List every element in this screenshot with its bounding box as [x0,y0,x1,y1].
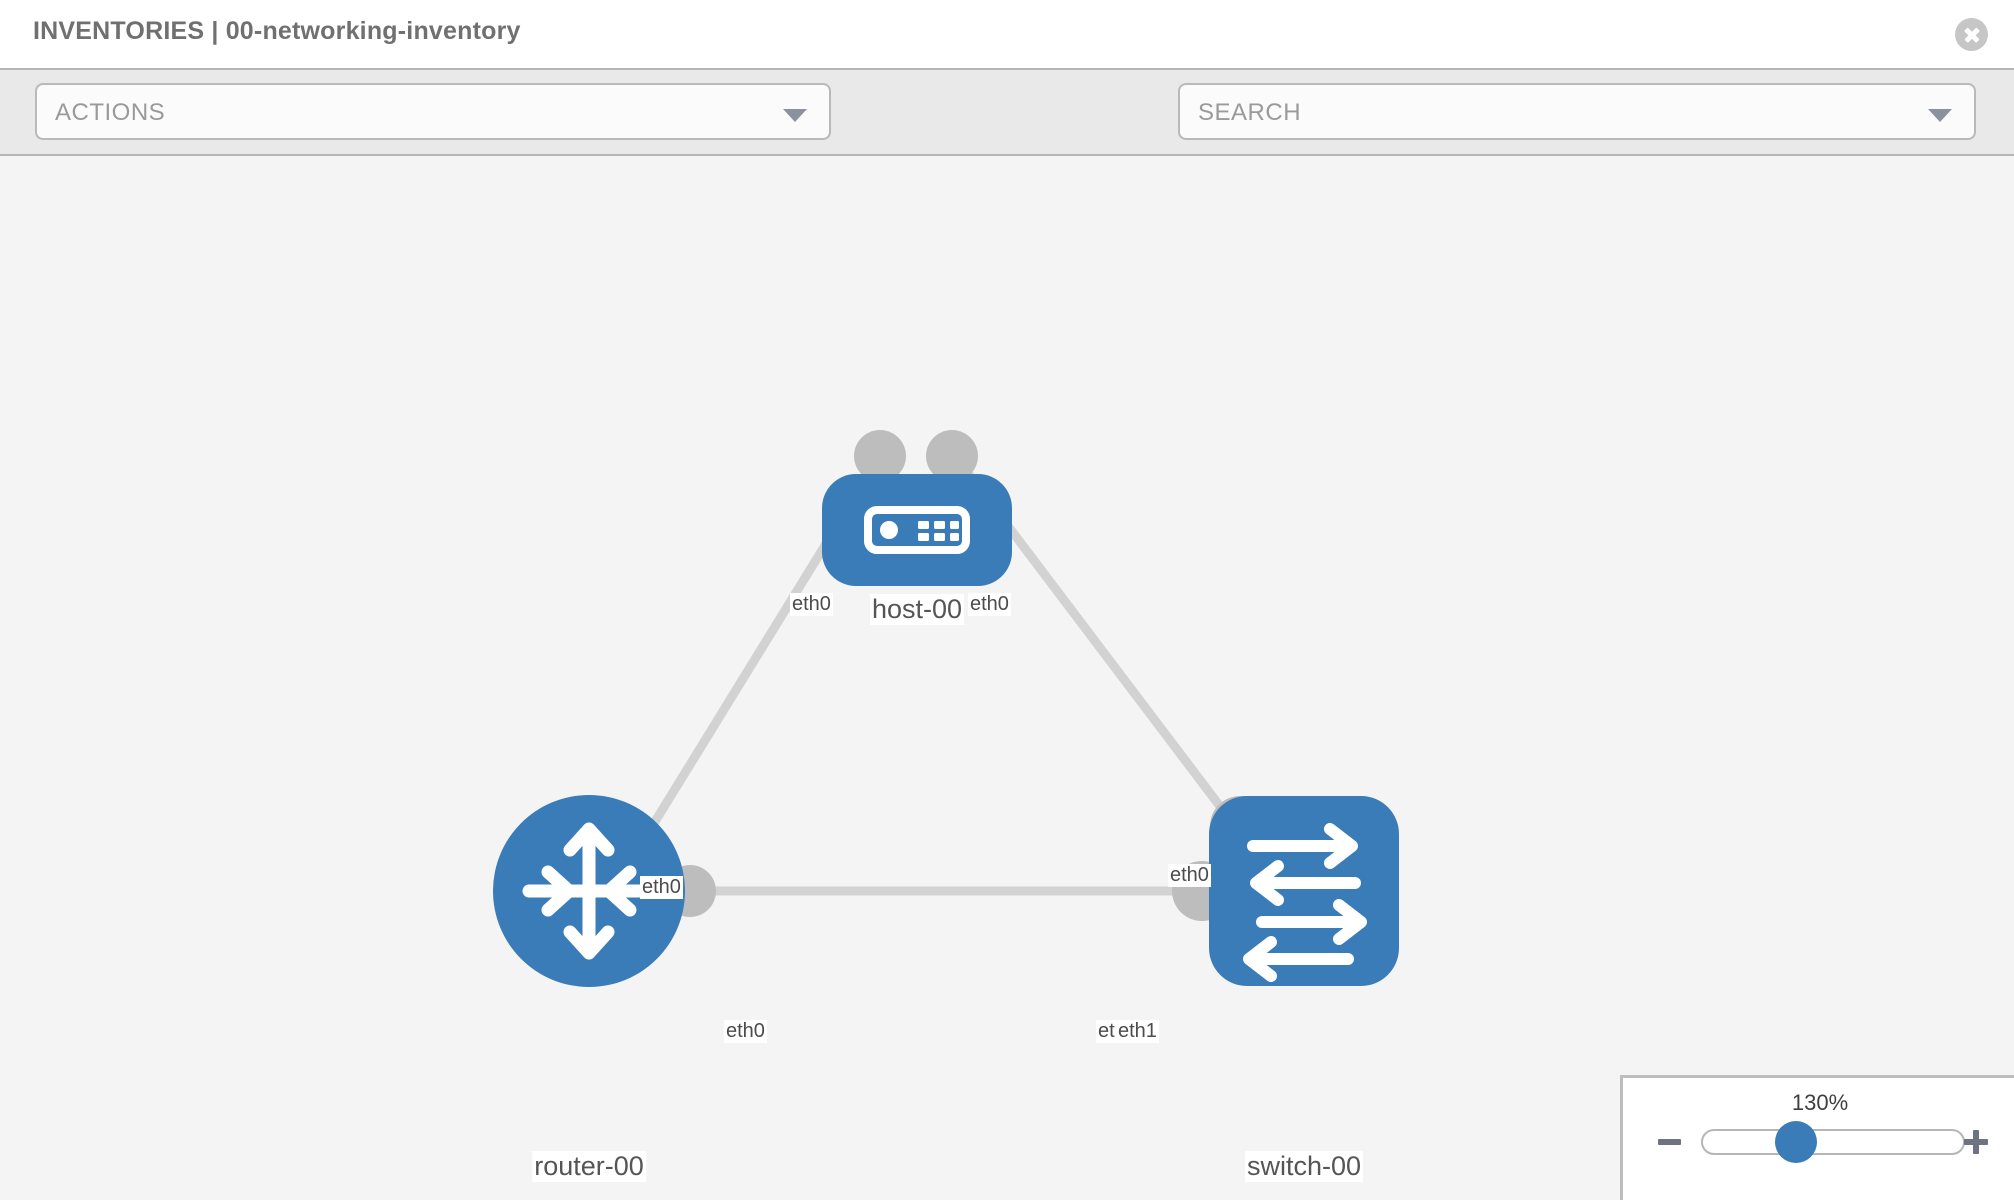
zoom-slider-thumb[interactable] [1775,1121,1817,1163]
page-header: INVENTORIES | 00-networking-inventory [0,0,2014,68]
close-icon[interactable] [1955,18,1988,51]
topology-graph [493,430,1399,987]
iface-label: eth0 [640,876,683,899]
router-arrows-icon [522,822,656,960]
zoom-slider-track[interactable] [1701,1129,1965,1155]
node-switch-00 [1209,796,1399,986]
actions-dropdown-label: ACTIONS [55,99,166,126]
iface-label: eth0 [1168,864,1211,887]
port-circle [854,430,906,482]
node-label-router-00: router-00 [532,1151,646,1182]
chevron-down-icon [783,109,807,122]
zoom-in-button[interactable] [1964,1130,1988,1154]
server-icon [864,506,970,554]
topology-canvas[interactable]: eth0 eth0 eth0 eth0 eth0 eth0 eth1 host-… [0,156,2014,1200]
node-label-host-00: host-00 [869,594,965,625]
switch-arrows-icon [1243,823,1367,982]
node-router-00 [493,795,685,987]
zoom-out-button[interactable] [1658,1139,1681,1145]
port-circle [926,430,978,482]
iface-label: eth0 [724,1020,767,1043]
node-label-switch-00: switch-00 [1244,1151,1364,1182]
zoom-control-panel: 130% [1620,1075,2014,1200]
toolbar: ACTIONS SEARCH [0,68,2014,203]
iface-label: eth0 [968,593,1011,616]
page-title: INVENTORIES | 00-networking-inventory [33,17,521,45]
chevron-down-icon[interactable] [1928,109,1952,122]
search-input[interactable]: SEARCH [1178,83,1976,140]
node-host-00 [822,474,1012,586]
iface-label: eth1 [1116,1020,1159,1043]
search-placeholder: SEARCH [1198,99,1302,126]
actions-dropdown[interactable]: ACTIONS [35,83,831,140]
iface-label: eth0 [790,593,833,616]
zoom-level-value: 130% [1791,1090,1849,1115]
